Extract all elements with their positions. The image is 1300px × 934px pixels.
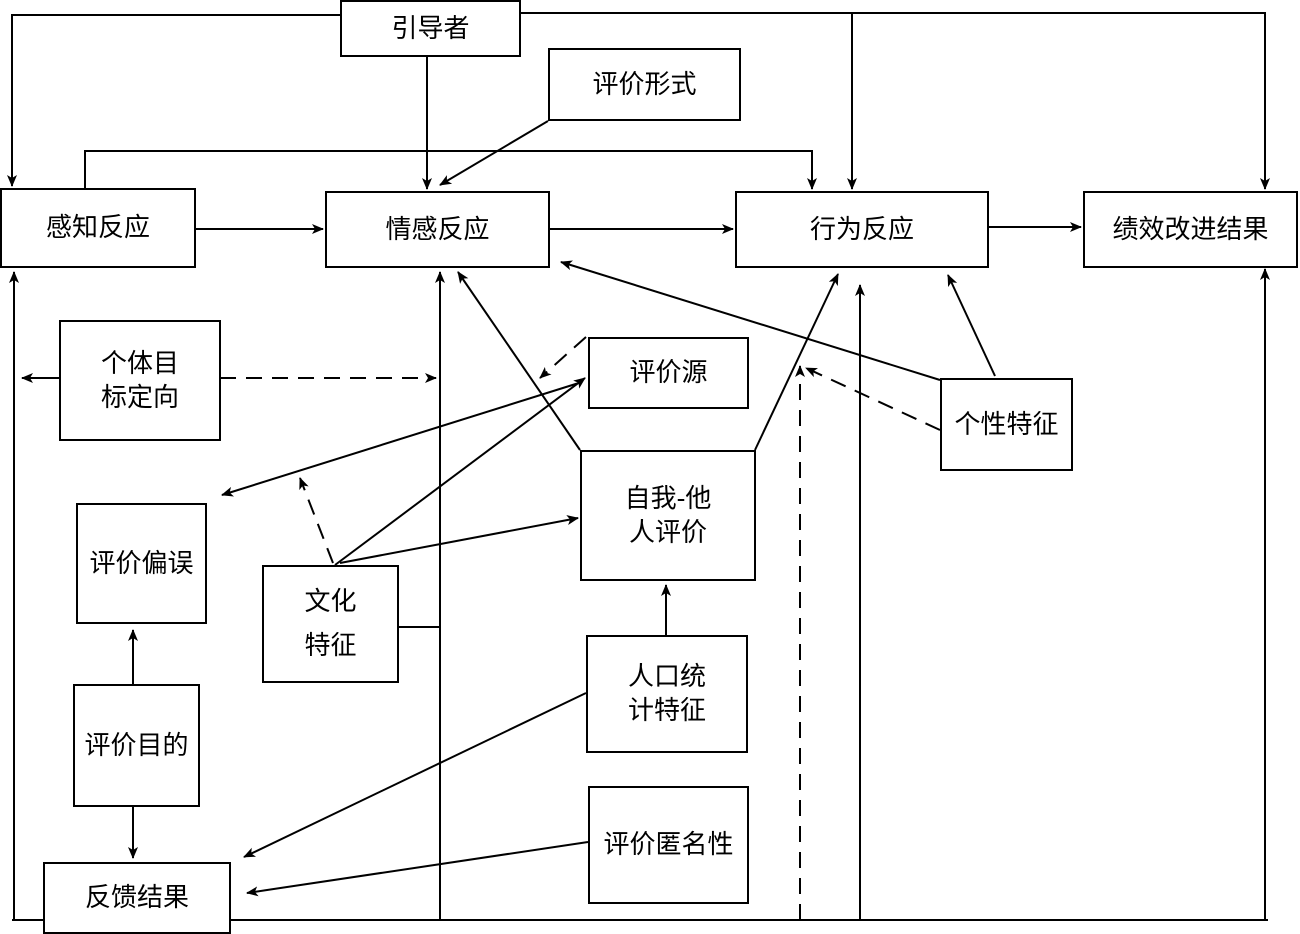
node-feedback-result: 反馈结果 bbox=[43, 862, 231, 934]
edge-culture-selfother bbox=[339, 515, 579, 564]
edge-demo-feedback bbox=[243, 692, 587, 858]
node-self-other-rating: 自我-他 人评价 bbox=[580, 450, 756, 581]
node-affective-reaction: 情感反应 bbox=[325, 191, 550, 268]
node-appraisal-source: 评价源 bbox=[588, 337, 749, 409]
node-leader: 引导者 bbox=[340, 0, 521, 57]
node-personality: 个性特征 bbox=[940, 378, 1073, 471]
node-goal-orientation: 个体目 标定向 bbox=[59, 320, 221, 441]
edge-leader-cognitive bbox=[7, 14, 340, 187]
node-appraisal-format: 评价形式 bbox=[548, 48, 741, 121]
node-cognitive-reaction: 感知反应 bbox=[0, 188, 196, 268]
edge-personality-dashed bbox=[805, 367, 941, 431]
edge-source-dashed bbox=[539, 336, 587, 379]
edge-culture-source bbox=[334, 377, 586, 566]
edge-anonymity-feedback bbox=[246, 841, 589, 897]
node-performance-improvement: 绩效改进结果 bbox=[1083, 191, 1298, 268]
node-anonymity: 评价匿名性 bbox=[588, 786, 749, 904]
edge-leader-performance bbox=[520, 12, 1270, 190]
node-culture: 文化 特征 bbox=[262, 565, 399, 683]
edge-cognitive-behavioral bbox=[84, 150, 817, 190]
edge-personality-behavioral bbox=[947, 274, 996, 377]
edge-personality-affective bbox=[560, 260, 941, 381]
node-behavioral-reaction: 行为反应 bbox=[735, 191, 989, 268]
edge-source-bias bbox=[221, 381, 583, 497]
edge-format-affective bbox=[439, 120, 549, 186]
edge-selfother-affective bbox=[457, 271, 581, 451]
edge-culture-dashed bbox=[299, 477, 334, 564]
edge-selfother-behavioral bbox=[754, 273, 839, 451]
node-demographics: 人口统 计特征 bbox=[586, 635, 748, 753]
node-appraisal-purpose: 评价目的 bbox=[73, 684, 200, 807]
node-rating-bias: 评价偏误 bbox=[76, 503, 207, 624]
